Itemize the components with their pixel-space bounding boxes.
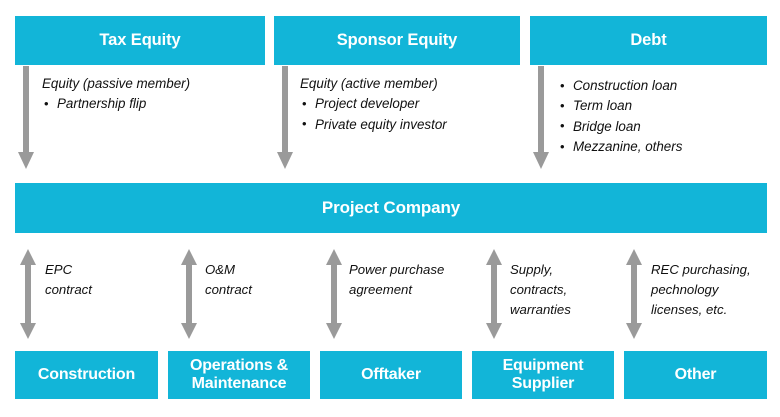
project-company-box-label: Project Company bbox=[321, 198, 461, 218]
capital-source-box-label: Debt bbox=[630, 31, 667, 50]
relationship-label-operations-maintenance: O&M contract bbox=[205, 260, 252, 300]
capital-source-detail-bullets: Project developer Private equity investo… bbox=[300, 94, 447, 135]
counterparty-box-label-line2: Maintenance bbox=[191, 375, 287, 392]
relationship-label-line: warranties bbox=[510, 301, 571, 317]
relationship-label-line: Supply, bbox=[510, 262, 554, 277]
arrow-bidirectional-offtaker bbox=[325, 249, 343, 339]
arrow-bidirectional-construction bbox=[19, 249, 37, 339]
capital-source-detail-debt: Construction loan Term loan Bridge loan … bbox=[558, 75, 682, 158]
capital-source-detail-tax-equity: Equity (passive member) Partnership flip bbox=[42, 74, 190, 115]
counterparty-box-label: Construction bbox=[37, 366, 136, 384]
counterparty-box-label: Other bbox=[674, 366, 717, 384]
counterparty-box-construction[interactable]: Construction bbox=[15, 351, 158, 399]
capital-source-detail-lead: Equity (passive member) bbox=[42, 76, 191, 91]
arrow-down-tax-equity-to-project-company bbox=[17, 66, 35, 170]
relationship-label-line: licenses, etc. bbox=[651, 301, 728, 317]
arrow-down-debt-to-project-company bbox=[532, 66, 550, 170]
list-item: Bridge loan bbox=[558, 116, 682, 137]
list-item: Term loan bbox=[558, 96, 682, 116]
capital-source-box-tax-equity[interactable]: Tax Equity bbox=[15, 16, 265, 65]
relationship-label-other: REC purchasing, pechnology licenses, etc… bbox=[651, 260, 751, 319]
counterparty-box-label-line1: Operations & bbox=[189, 357, 289, 375]
relationship-label-equipment-supplier: Supply, contracts, warranties bbox=[510, 260, 571, 319]
counterparty-box-label-line2: Supplier bbox=[511, 375, 575, 392]
counterparty-box-operations-maintenance[interactable]: Operations & Maintenance bbox=[168, 351, 310, 399]
capital-source-box-sponsor-equity[interactable]: Sponsor Equity bbox=[274, 16, 520, 65]
arrow-bidirectional-equipment-supplier bbox=[485, 249, 503, 339]
project-company-box[interactable]: Project Company bbox=[15, 183, 767, 233]
counterparty-box-offtaker[interactable]: Offtaker bbox=[320, 351, 462, 399]
relationship-label-line: contract bbox=[205, 281, 252, 297]
capital-source-detail-sponsor-equity: Equity (active member) Project developer… bbox=[300, 74, 447, 135]
relationship-label-offtaker: Power purchase agreement bbox=[349, 260, 444, 300]
counterparty-box-label: Offtaker bbox=[361, 366, 421, 384]
relationship-label-line: Power purchase bbox=[349, 262, 445, 277]
list-item: Project developer bbox=[300, 94, 447, 114]
capital-source-box-debt[interactable]: Debt bbox=[530, 16, 767, 65]
counterparty-box-label-line1: Equipment bbox=[502, 357, 584, 375]
capital-source-detail-bullets: Construction loan Term loan Bridge loan … bbox=[558, 75, 682, 158]
list-item: Construction loan bbox=[558, 75, 682, 96]
relationship-label-line: O&M bbox=[205, 262, 236, 277]
capital-source-detail-bullets: Partnership flip bbox=[42, 94, 190, 114]
relationship-label-line: agreement bbox=[349, 281, 413, 297]
list-item: Private equity investor bbox=[300, 114, 447, 135]
capital-source-box-label: Tax Equity bbox=[99, 31, 181, 50]
arrow-down-sponsor-equity-to-project-company bbox=[276, 66, 294, 170]
relationship-label-line: pechnology bbox=[651, 281, 719, 297]
list-item: Mezzanine, others bbox=[558, 137, 682, 157]
counterparty-box-label: Equipment Supplier bbox=[503, 357, 584, 393]
relationship-label-line: EPC bbox=[45, 262, 73, 277]
relationship-label-line: REC purchasing, bbox=[651, 262, 751, 277]
arrow-bidirectional-other bbox=[625, 249, 643, 339]
list-item: Partnership flip bbox=[42, 94, 190, 114]
relationship-label-line: contract bbox=[45, 281, 92, 297]
capital-source-box-label: Sponsor Equity bbox=[336, 31, 458, 50]
counterparty-box-label: Operations & Maintenance bbox=[190, 357, 288, 393]
arrow-bidirectional-operations-maintenance bbox=[180, 249, 198, 339]
relationship-label-line: contracts, bbox=[510, 281, 568, 297]
relationship-label-construction: EPC contract bbox=[45, 260, 92, 300]
counterparty-box-equipment-supplier[interactable]: Equipment Supplier bbox=[472, 351, 614, 399]
capital-source-detail-lead: Equity (active member) bbox=[300, 76, 438, 91]
counterparty-box-other[interactable]: Other bbox=[624, 351, 767, 399]
